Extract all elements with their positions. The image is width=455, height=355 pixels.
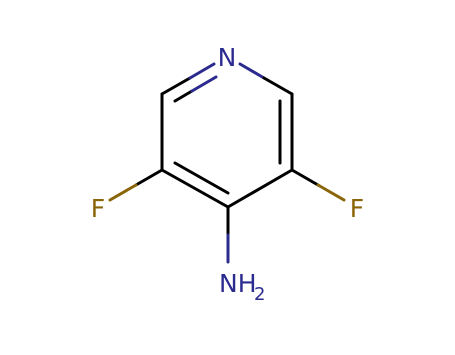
atom-label-ring-nitrogen: N: [218, 43, 237, 72]
bond-n1-c6-a: [238, 62, 266, 80]
bond-c5-c4: [226, 168, 294, 209]
atom-label-amine: NH: [219, 269, 257, 298]
bond-c3-f-a: [134, 168, 164, 187]
bond-c2-n1-a: [160, 76, 192, 96]
bond-c4-c3: [160, 168, 230, 209]
atom-label-fluorine-left: F: [91, 194, 105, 223]
double-bond-c2-n1-n: [190, 75, 218, 93]
double-bond-c2-n1: [173, 89, 194, 103]
atom-label-amine-subscript: 2: [254, 284, 265, 305]
bond-c2-n1-b: [188, 62, 216, 80]
atom-label-fluorine-right: F: [350, 194, 364, 223]
bond-c3-f-b: [108, 183, 138, 202]
bond-c5-f-a: [290, 168, 320, 187]
bond-c5-f-b: [316, 183, 346, 202]
double-bond-c4-c3: [173, 161, 230, 195]
bond-n1-c6-b: [262, 76, 294, 96]
